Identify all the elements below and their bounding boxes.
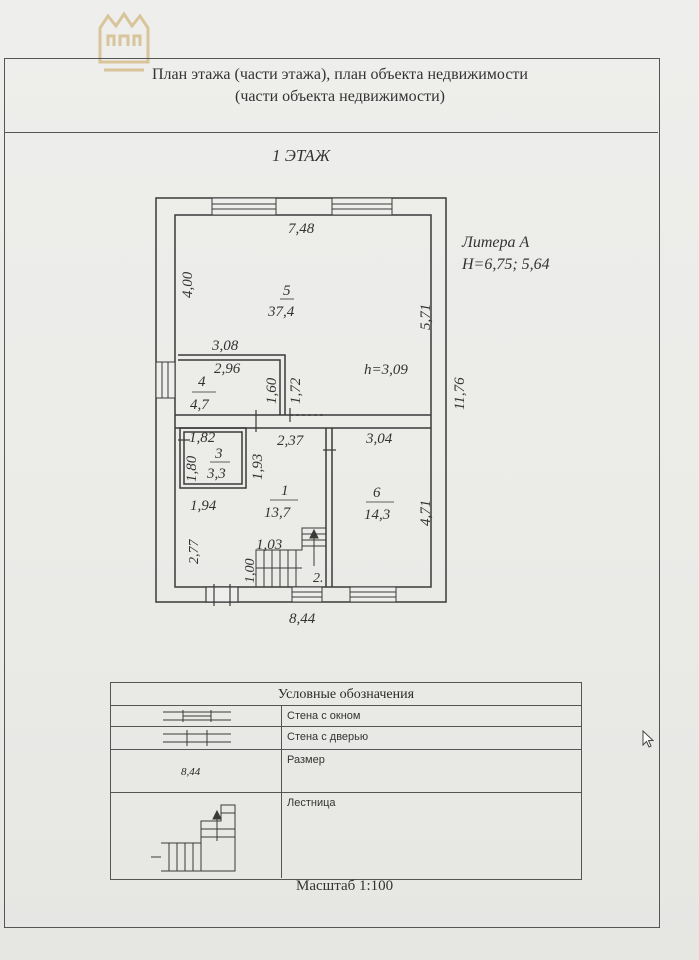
stairs-icon — [151, 804, 236, 872]
document-title: План этажа (части этажа), план объекта н… — [60, 64, 620, 108]
scale-label: Масштаб 1:100 — [296, 878, 394, 894]
mouse-cursor-icon — [642, 730, 654, 748]
dim-room1-left-bottom: 1,94 — [190, 498, 217, 514]
dim-room4-h1: 1,60 — [264, 377, 280, 404]
door-entrance — [205, 584, 239, 606]
litera-line-1: Литера А — [462, 234, 530, 251]
legend-row-dimension: 8,44 Размер — [111, 750, 581, 793]
room4-area: 4,7 — [190, 397, 210, 413]
legend-header: Условные обозначения — [111, 683, 581, 706]
room6-number: 6 — [373, 485, 381, 501]
room3-area: 3,3 — [206, 466, 226, 482]
dim-bottom-width: 8,44 — [289, 611, 316, 627]
door-ticks — [178, 408, 336, 451]
room6-wall — [325, 428, 333, 587]
litera-line-2: Н=6,75; 5,64 — [462, 256, 550, 273]
room4-number: 4 — [198, 374, 206, 390]
dim-total-height: 11,76 — [452, 377, 468, 410]
dim-stair-height: 1,00 — [243, 559, 258, 584]
legend-door-text: Стена с дверью — [287, 731, 369, 743]
room3-wall — [179, 427, 247, 489]
ceiling-height: h=3,09 — [364, 362, 408, 378]
dim-top-width: 7,48 — [288, 221, 315, 237]
window-bottom-1 — [291, 586, 323, 603]
legend-stairs-text: Лестница — [287, 797, 336, 809]
legend-row-window: Стена с окном — [111, 706, 581, 727]
room6-area: 14,3 — [364, 507, 390, 523]
floor-label: 1 ЭТАЖ — [272, 146, 331, 165]
dim-room3-width: 1,82 — [189, 430, 216, 446]
middle-wall — [175, 414, 431, 429]
legend-window-text: Стена с окном — [287, 710, 361, 722]
room4-wall — [178, 354, 286, 415]
legend-row-stairs: Лестница — [111, 793, 581, 878]
legend-table: Условные обозначения Стена с окном — [110, 682, 582, 880]
dim-left-lower: 2,77 — [187, 539, 202, 565]
room1-area: 13,7 — [264, 505, 292, 521]
dim-room6-height: 4,71 — [418, 500, 434, 526]
dim-room3-h1: 1,80 — [184, 455, 200, 482]
dim-stair-width: 1,03 — [256, 537, 282, 553]
dim-left-upper: 4,00 — [180, 271, 196, 298]
room1-number: 1 — [281, 483, 289, 499]
room5-number: 5 — [283, 283, 291, 299]
door-wall-icon — [163, 730, 231, 746]
title-line-2: (части объекта недвижимости) — [235, 88, 445, 105]
title-box — [4, 58, 658, 133]
window-wall-icon — [163, 710, 231, 722]
dim-room4-width: 2,96 — [214, 361, 241, 377]
page-frame — [4, 58, 660, 928]
room3-number: 3 — [214, 446, 223, 462]
dim-room3-h2: 1,93 — [250, 454, 266, 480]
litera-label: Литера А Н=6,75; 5,64 — [462, 232, 550, 276]
window-left — [155, 361, 176, 399]
stair-label: 2. — [313, 571, 324, 586]
window-bottom-2 — [349, 586, 397, 603]
dim-room4-h2: 1,72 — [288, 377, 304, 404]
stairs-icon — [255, 527, 327, 587]
title-line-1: План этажа (части этажа), план объекта н… — [152, 66, 528, 83]
window-top-1 — [211, 197, 277, 216]
dim-room6-top: 3,04 — [365, 431, 393, 447]
dim-right-room5: 5,71 — [418, 304, 434, 330]
window-top-2 — [331, 197, 393, 216]
dim-corridor-width: 3,08 — [211, 338, 239, 354]
legend-dimension-text: Размер — [287, 754, 325, 766]
logo-icon — [98, 11, 150, 72]
legend-row-door: Стена с дверью — [111, 727, 581, 750]
room3-wall-inner — [183, 431, 243, 485]
room5-area: 37,4 — [267, 304, 295, 320]
legend-dimension-sample: 8,44 — [181, 766, 201, 778]
dim-room1-top: 2,37 — [277, 433, 305, 449]
